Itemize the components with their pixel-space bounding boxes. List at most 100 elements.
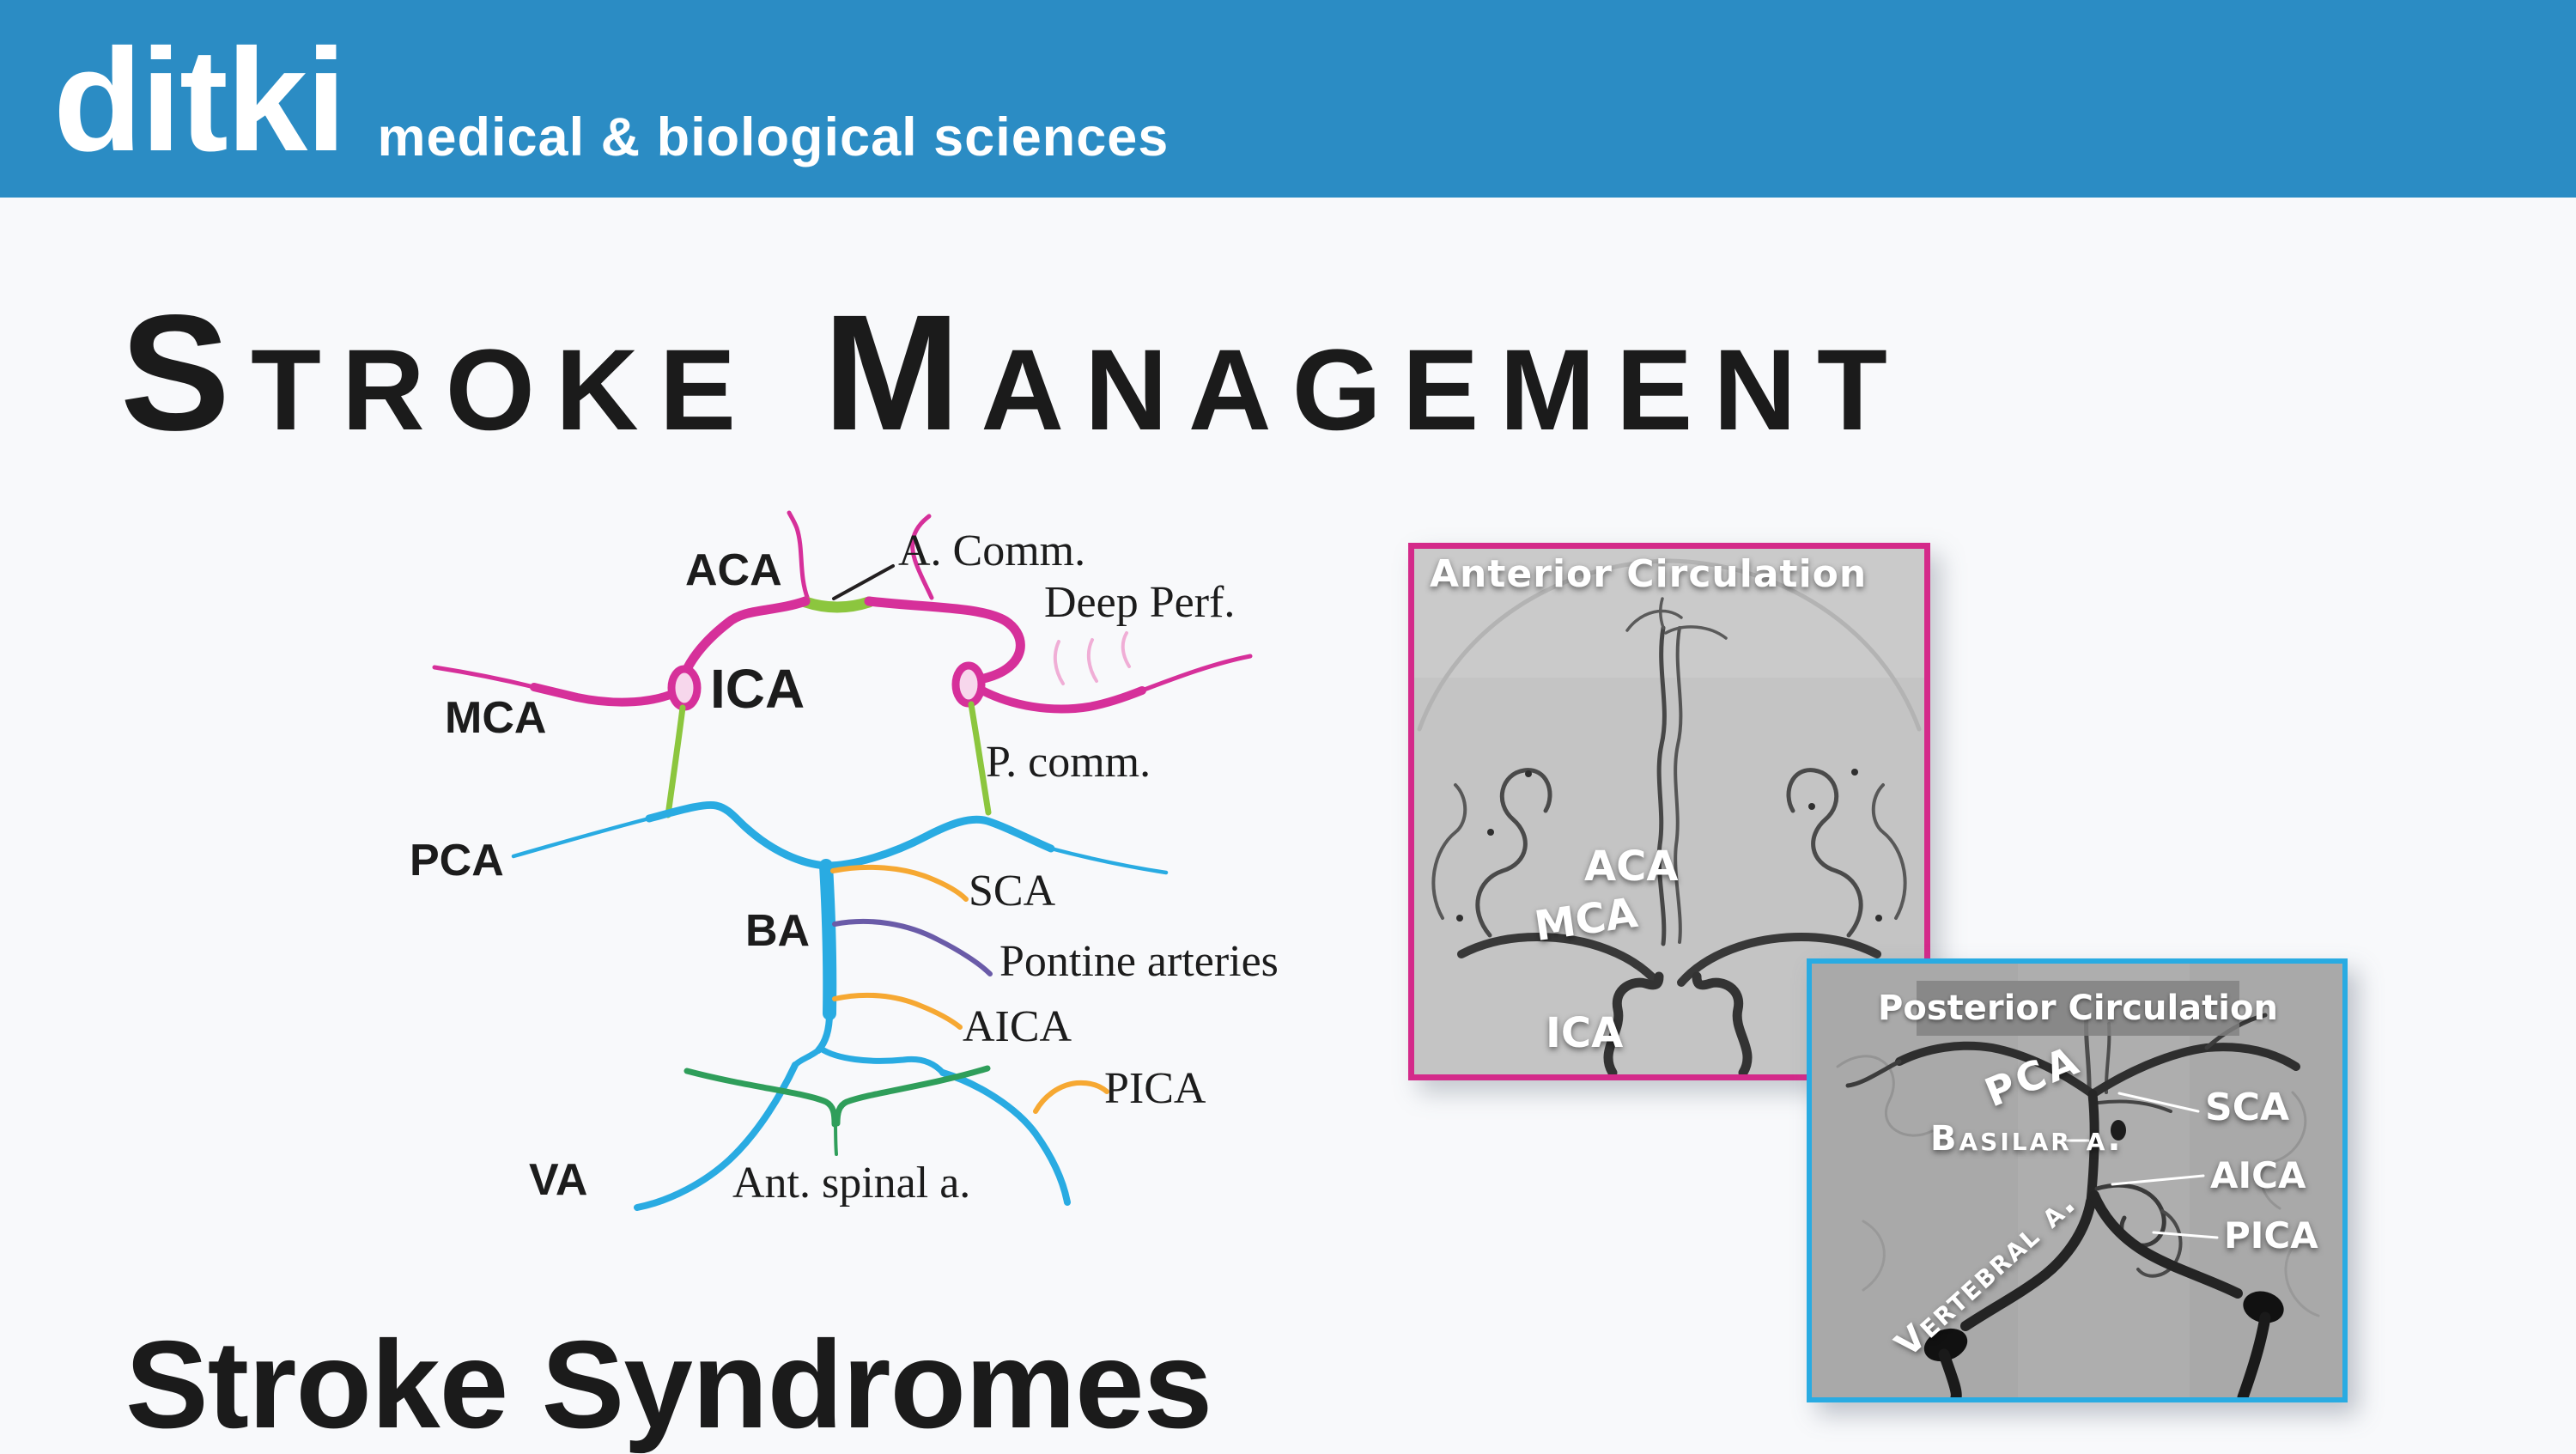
pca-left-branch-tip [1845, 1059, 1902, 1088]
aca-right-vessel [910, 514, 934, 600]
vessel-dot [1875, 915, 1882, 922]
aca-left-vessel [787, 510, 811, 602]
ica-left-node [667, 665, 702, 711]
label-ica: ICA [710, 658, 805, 720]
pca-left-vessel [645, 800, 830, 870]
posterior-label-aica: AICA [2210, 1154, 2306, 1196]
ica-right-node [951, 661, 986, 708]
bg-vessel-3 [1862, 1220, 1886, 1292]
basilar-vessel [819, 859, 837, 1020]
posterior-label-sca: SCA [2205, 1086, 2290, 1129]
anterior-label-aca: ACA [1584, 843, 1679, 891]
aica-vessel [832, 992, 963, 1030]
mca-right-segment [1677, 933, 1881, 987]
ica-right-siphon [1692, 971, 1753, 1074]
vertebral-left-elbow [1923, 1328, 1968, 1362]
aca-midline-1 [1656, 625, 1667, 946]
label-deep-perf: Deep Perf. [1044, 578, 1236, 627]
aca-midline-2 [1674, 626, 1683, 944]
basilar-lower-vessel [815, 1010, 833, 1054]
vessel-dot [1525, 770, 1532, 777]
bg-vessel-2 [2260, 1091, 2307, 1210]
aca-top-branch-3 [1659, 597, 1665, 630]
posterior-label-basilar: Basilar a. [1930, 1119, 2123, 1159]
sca-vessel [830, 864, 969, 902]
brand-logo: ditki [53, 19, 346, 182]
pca-right-tip-vessel [1048, 846, 1169, 875]
label-pica: PICA [1104, 1064, 1206, 1113]
right-branch-tangle-2 [1871, 783, 1907, 920]
posterior-panel-title: Posterior Circulation [1878, 989, 2278, 1028]
vessel-dot [1456, 915, 1463, 922]
p-comm-left-vessel [665, 704, 686, 818]
mca-right-vessel [976, 685, 1146, 714]
pica-vessel [1033, 1080, 1109, 1114]
vertebral-left-vessel [634, 1062, 799, 1211]
p-comm-right-vessel [968, 701, 992, 816]
sca-twig [2097, 1099, 2172, 1113]
vertebral-left-lower [1938, 1348, 1962, 1397]
posterior-title-bar: Posterior Circulation [1878, 981, 2278, 1036]
aca-top-branch-1 [1625, 609, 1683, 632]
label-sca: SCA [969, 867, 1056, 916]
sca-leader-line [2117, 1092, 2200, 1113]
label-pontine: Pontine arteries [999, 937, 1279, 986]
anterior-label-ica: ICA [1546, 1009, 1624, 1057]
label-ba: BA [745, 906, 811, 956]
a-comm-leader-line [832, 564, 895, 600]
label-ant-spinal: Ant. spinal a. [732, 1159, 971, 1208]
vertebral-right-vessel [939, 1069, 1071, 1206]
anterior-panel-title: Anterior Circulation [1430, 552, 1868, 596]
vessel-dot [1851, 769, 1858, 776]
label-aica: AICA [963, 1002, 1072, 1051]
vessel-dot [1487, 829, 1494, 836]
vertebral-right-trunk [2089, 1190, 2243, 1299]
vessel-dot [1808, 803, 1815, 810]
bg-vessel-1 [1836, 1055, 1934, 1137]
skull-outline [1417, 558, 1922, 732]
aca-top-branch-2 [1664, 625, 1728, 640]
posterior-angiogram-image [1812, 964, 2342, 1397]
pca-left-branch [1895, 1041, 2097, 1098]
mca-left-vessel [530, 683, 677, 707]
pontine-vessel [832, 918, 993, 976]
a-comm-vessel [799, 596, 875, 613]
deep-perforator-3 [1121, 631, 1131, 668]
posterior-label-pica: PICA [2224, 1214, 2318, 1256]
brand-tagline: medical & biological sciences [377, 107, 1170, 167]
deep-perforator-2 [1086, 638, 1098, 683]
vertebral-fork-right [817, 1045, 946, 1076]
mca-left-tip [432, 665, 537, 690]
label-aca: ACA [685, 545, 782, 595]
posterior-angiogram-panel: Posterior Circulation PCA Basilar a. SCA… [1807, 958, 2348, 1402]
pica-leader-line [2152, 1231, 2219, 1239]
left-branch-tangle-1 [1475, 768, 1552, 938]
right-branch-tangle-1 [1786, 768, 1863, 938]
bg-vessel-4 [2284, 1245, 2320, 1317]
page-title: Stroke Management [120, 280, 1908, 465]
aca-trunk-left-vessel [682, 596, 811, 674]
pca-left-tip-vessel [511, 816, 652, 859]
aca-trunk-right-vessel [864, 596, 1025, 684]
ant-spinal-right-vessel [834, 1065, 991, 1127]
section-heading: Stroke Syndromes [125, 1315, 1212, 1454]
label-p-comm: P. comm. [986, 738, 1151, 787]
vessel-blob [2111, 1120, 2126, 1141]
label-pca: PCA [410, 836, 504, 885]
aica-leader-line [2111, 1174, 2205, 1186]
label-va: VA [529, 1155, 588, 1205]
vertebral-right-elbow [2243, 1291, 2284, 1323]
label-a-comm: A. Comm. [898, 526, 1086, 575]
ica-left-siphon [1603, 971, 1664, 1074]
mca-right-tip [1139, 654, 1253, 693]
vertebral-right-lower [2237, 1311, 2271, 1397]
vertebral-left-trunk [1960, 1196, 2096, 1331]
ant-spinal-tail-vessel [834, 1115, 838, 1156]
pca-right-vessel [822, 815, 1055, 870]
left-branch-tangle-2 [1431, 783, 1467, 920]
basilar-trunk [2086, 1089, 2099, 1207]
deep-perforator-1 [1053, 640, 1065, 685]
circle-of-willis-diagram [432, 510, 1253, 1211]
mca-left-segment [1457, 933, 1662, 987]
